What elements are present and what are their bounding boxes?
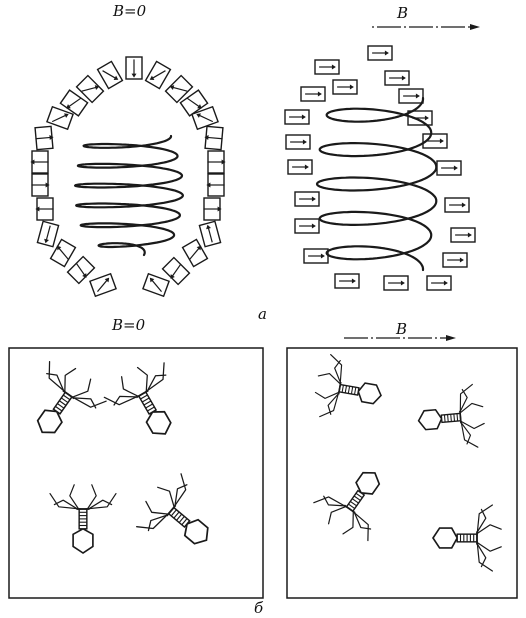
magnet-particle [301,87,325,101]
magnet-particle [35,198,53,220]
magnet-particle [90,274,116,297]
left-helix [75,136,183,255]
magnet-particle [315,60,339,74]
top-field-arrow [372,24,480,30]
label-b-field-top: B [397,4,408,22]
magnet-particle [203,126,223,150]
magnet-particle [31,174,49,196]
magnet-particle [288,160,312,174]
random-magnets-group [30,57,225,296]
magnet-particle [295,192,319,206]
magnet-particle [143,274,169,297]
magnet-particle [427,276,451,290]
right-box-frame [287,348,517,598]
label-b-field-bottom: B [396,320,407,338]
magnet-particle [126,57,142,79]
oriented-phages-group [309,353,501,571]
magnet-particle [304,249,328,263]
magnet-particle [385,71,409,85]
magnet-particle [437,161,461,175]
magnet-particle [335,274,359,288]
left-box-frame [9,348,263,598]
phage [309,454,402,548]
phage [100,355,195,451]
phage [416,384,486,452]
magnet-particle [206,174,224,196]
magnet-particle [295,219,319,233]
phage [50,485,116,553]
phage [433,505,501,571]
magnet-particle [34,126,54,150]
magnet-particle [399,89,423,103]
magnet-particle [30,151,48,173]
phage [311,353,386,426]
magnet-particle [203,198,221,220]
magnet-particle [333,80,357,94]
magnet-particle [146,61,171,88]
label-part-b: б [254,599,263,617]
magnet-particle [443,253,467,267]
magnet-particle [445,198,469,212]
magnet-particle [199,221,220,246]
magnet-particle [285,110,309,124]
magnet-particle [384,276,408,290]
label-b-zero-bottom: B=0 [112,316,145,334]
magnet-particle [368,46,392,60]
magnet-particle [451,228,475,242]
label-part-a: a [258,305,267,323]
magnet-particle [207,151,225,173]
label-b-zero-top: B=0 [113,2,146,20]
magnet-particle [37,221,58,246]
aligned-magnets-group [285,46,475,290]
magnet-particle [98,61,123,88]
phage [14,354,111,452]
magnet-particle [286,135,310,149]
random-phages-group [14,354,229,567]
phage [130,468,229,567]
